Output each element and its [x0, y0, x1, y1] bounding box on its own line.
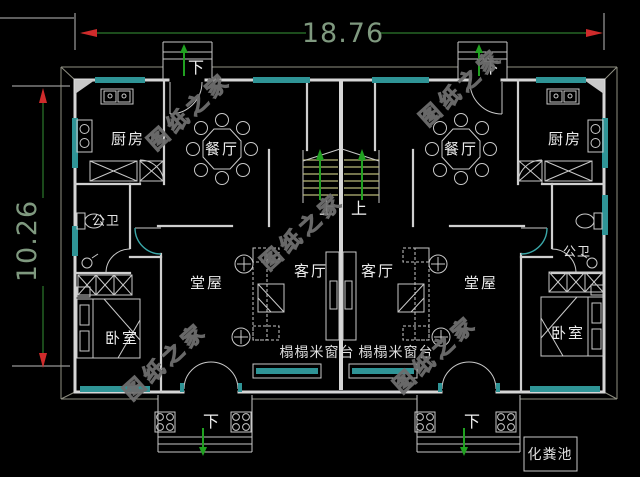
porch-column	[495, 411, 517, 433]
window	[530, 386, 600, 392]
stairs-right-unit: 上	[341, 148, 380, 218]
room-label-living-right: 客厅	[361, 262, 395, 280]
bay-window-right	[352, 368, 414, 374]
living-left: 客厅	[231, 247, 340, 347]
dim-arrow-left	[80, 29, 97, 37]
window	[253, 77, 310, 83]
window	[602, 195, 608, 235]
lobby-door-left	[134, 227, 162, 255]
window	[95, 77, 145, 83]
bathroom-left: 公卫	[76, 212, 120, 269]
room-label-dining-right: 餐厅	[444, 140, 478, 158]
bed	[76, 298, 141, 359]
stairs-up-label-left: 上	[319, 199, 335, 218]
porch-top-right: 下	[457, 41, 508, 80]
bath-door-left	[105, 248, 131, 274]
porch-column	[414, 411, 436, 433]
septic-tank-label: 化粪池	[528, 447, 573, 463]
room-label-bedroom-right: 卧室	[551, 324, 585, 342]
dimension-left: 10.26	[12, 85, 70, 368]
watermark-text: 图纸之家	[415, 44, 508, 131]
window	[372, 77, 429, 83]
tv	[344, 280, 353, 310]
porch-column	[154, 411, 176, 433]
bedroom-right: 卧室	[540, 271, 605, 357]
window	[72, 118, 78, 168]
bay-window-label-right: 榻榻米窗台	[359, 344, 434, 361]
bedroom-left: 卧室	[76, 274, 141, 359]
stairs-left-unit: 上	[302, 148, 341, 218]
bay-window-left	[256, 368, 318, 374]
basin	[81, 257, 93, 269]
entry-door-top-left	[169, 81, 203, 115]
kitchen-left: 厨房	[76, 88, 164, 182]
stairs-up-label-right: 上	[351, 199, 367, 218]
room-label-hall-right: 堂屋	[464, 274, 498, 292]
dim-arrow-bottom	[39, 353, 47, 368]
porch-bottom-left: 下	[154, 395, 253, 456]
stove	[76, 119, 93, 153]
interior-walls	[73, 78, 606, 394]
room-label-kitchen-left: 厨房	[111, 130, 145, 148]
porch-down-label: 下	[464, 412, 480, 431]
porch-bottom-right: 下	[414, 395, 521, 456]
lobby-door-right	[520, 227, 548, 255]
room-label-bath-left: 公卫	[92, 214, 120, 229]
dining-right: 餐厅	[425, 113, 497, 185]
main-door-right	[438, 361, 500, 392]
bay-window-label-left: 榻榻米窗台	[280, 344, 355, 361]
room-label-bath-right: 公卫	[563, 245, 591, 260]
window	[536, 77, 586, 83]
porch-down-label: 下	[203, 412, 219, 431]
windows	[72, 77, 608, 392]
window	[80, 386, 150, 392]
dim-arrow-top	[39, 88, 47, 103]
nightstand	[590, 284, 605, 296]
dimension-width-value: 18.76	[302, 18, 384, 49]
bed	[540, 296, 605, 357]
porch-down-label: 下	[188, 58, 204, 77]
bathroom-right: 公卫	[563, 212, 603, 269]
window	[72, 226, 78, 256]
dining-left: 餐厅	[186, 113, 258, 185]
toilet	[76, 212, 86, 230]
eave-outline	[60, 66, 618, 400]
tv	[329, 280, 338, 310]
window	[602, 118, 608, 168]
living-right: 客厅	[342, 247, 451, 347]
septic-tank: 化粪池	[523, 436, 578, 472]
dim-arrow-right	[586, 29, 603, 37]
main-door-left	[180, 361, 242, 392]
room-label-dining-left: 餐厅	[205, 140, 239, 158]
room-label-kitchen-right: 厨房	[548, 130, 582, 148]
dimension-top: 18.76	[0, 13, 605, 50]
room-label-hall-left: 堂屋	[190, 274, 224, 292]
bath-door-right	[551, 248, 577, 274]
stove	[587, 119, 604, 153]
nightstand	[76, 286, 91, 298]
room-label-bedroom-left: 卧室	[105, 329, 139, 347]
tv-cabinet	[342, 251, 357, 341]
tv-cabinet	[325, 251, 340, 341]
bay-windows: 榻榻米窗台 榻榻米窗台	[252, 344, 434, 379]
room-label-living-left: 客厅	[294, 262, 328, 280]
toilet	[593, 212, 603, 230]
kitchen-right: 厨房	[518, 88, 604, 182]
entry-door-top-right	[469, 81, 503, 115]
porch-down-label: 下	[483, 58, 499, 77]
dimension-depth-value: 10.26	[12, 200, 43, 282]
basin	[586, 257, 598, 269]
porch-top-left: 下	[162, 41, 213, 80]
porch-column	[230, 411, 252, 433]
